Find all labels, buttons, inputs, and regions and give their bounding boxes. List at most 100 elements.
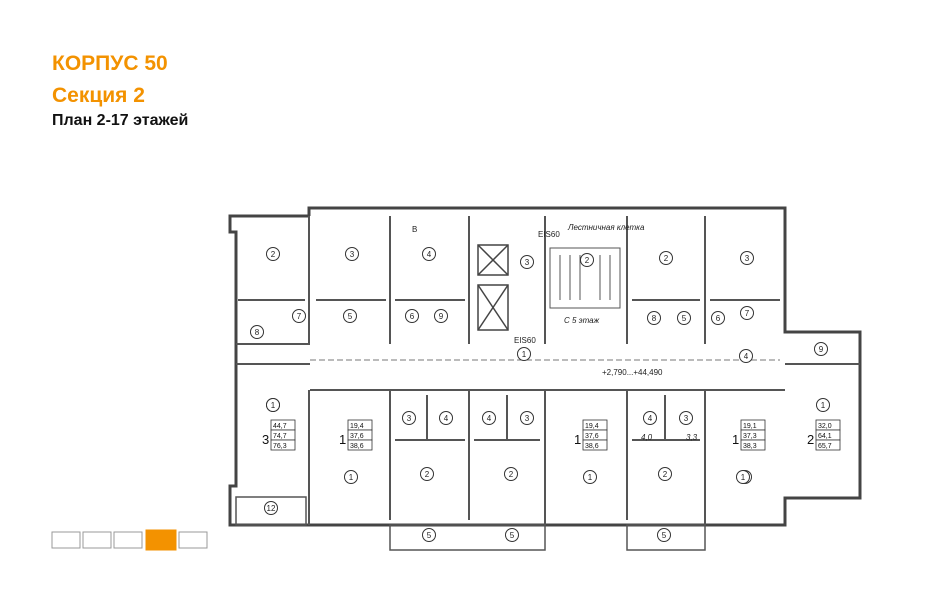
svg-text:1: 1 xyxy=(588,473,593,482)
svg-text:8: 8 xyxy=(652,314,657,323)
room-marker: 4 xyxy=(482,411,496,425)
room-marker: 3 xyxy=(520,411,534,425)
svg-text:64,1: 64,1 xyxy=(818,433,832,440)
room-marker: 7 xyxy=(292,309,306,323)
svg-text:2: 2 xyxy=(807,432,814,447)
outer-walls xyxy=(228,206,862,527)
svg-text:32,0: 32,0 xyxy=(818,423,832,430)
room-marker: 5 xyxy=(343,309,357,323)
apartment-area-table: 119,437,638,6 xyxy=(574,419,608,451)
svg-text:5: 5 xyxy=(348,312,353,321)
svg-text:44,7: 44,7 xyxy=(273,423,287,430)
interior-walls xyxy=(236,216,860,525)
svg-text:3: 3 xyxy=(684,414,689,423)
svg-text:1: 1 xyxy=(741,473,746,482)
svg-text:8: 8 xyxy=(255,328,260,337)
room-marker: 4 xyxy=(643,411,657,425)
svg-text:2: 2 xyxy=(663,470,668,479)
svg-text:4: 4 xyxy=(444,414,449,423)
svg-text:2: 2 xyxy=(271,250,276,259)
svg-text:9: 9 xyxy=(439,312,444,321)
room-marker: 3 xyxy=(345,247,359,261)
svg-text:5: 5 xyxy=(662,531,667,540)
room-markers: 2 3 4 3 2 3 2 5 6 9 8 5 6 7 7 8 1 4 1 1 1 1 1 1 1 3 4 4 3 4 3 2 2 2 9 12 5 5 5 xyxy=(250,247,830,542)
section-title: Секция 2 xyxy=(52,84,145,107)
room-marker: 1 xyxy=(736,470,750,484)
svg-text:9: 9 xyxy=(819,345,824,354)
room-marker: 3 xyxy=(520,255,534,269)
svg-text:38,3: 38,3 xyxy=(743,443,757,450)
svg-text:37,3: 37,3 xyxy=(743,433,757,440)
room-marker: 1 xyxy=(517,347,531,361)
room-marker: 5 xyxy=(422,528,436,542)
stair-label: Лестничная клетка xyxy=(567,223,645,232)
svg-text:4: 4 xyxy=(744,352,749,361)
room-marker: 1 xyxy=(344,470,358,484)
svg-text:6: 6 xyxy=(716,314,721,323)
room-marker: 9 xyxy=(814,342,828,356)
svg-text:65,7: 65,7 xyxy=(818,443,832,450)
room-marker: 9 xyxy=(434,309,448,323)
svg-text:3: 3 xyxy=(262,432,269,447)
fire-rating-label: EIS60 xyxy=(538,230,560,239)
svg-text:5: 5 xyxy=(682,314,687,323)
svg-text:2: 2 xyxy=(664,254,669,263)
svg-text:19,4: 19,4 xyxy=(350,423,364,430)
svg-text:5: 5 xyxy=(510,531,515,540)
stair xyxy=(549,247,621,309)
svg-text:1: 1 xyxy=(522,350,527,359)
svg-text:4: 4 xyxy=(427,250,432,259)
room-marker: 3 xyxy=(679,411,693,425)
apartment-area-table: 3 44,7 74,7 76,3 xyxy=(262,419,296,451)
svg-text:1: 1 xyxy=(732,432,739,447)
room-marker: 2 xyxy=(266,247,280,261)
room-marker: 7 xyxy=(740,306,754,320)
key-plan xyxy=(51,529,208,551)
fire-rating-label: EIS60 xyxy=(514,336,536,345)
apartment-area-table: 1 19,4 37,6 38,6 xyxy=(339,419,373,451)
svg-text:12: 12 xyxy=(267,504,276,513)
level-label: +2,790...+44,490 xyxy=(602,368,663,377)
svg-text:38,6: 38,6 xyxy=(585,443,599,450)
room-marker: 2 xyxy=(420,467,434,481)
svg-text:1: 1 xyxy=(339,432,346,447)
svg-text:38,6: 38,6 xyxy=(350,443,364,450)
svg-text:3: 3 xyxy=(525,258,530,267)
apartment-area-table: 2 32,0 64,1 65,7 xyxy=(807,419,841,451)
floors-note: С 5 этаж xyxy=(564,316,600,325)
building-title: КОРПУС 50 xyxy=(52,52,168,75)
room-marker: 2 xyxy=(659,251,673,265)
room-marker: 3 xyxy=(740,251,754,265)
elevator-shafts xyxy=(477,244,509,331)
svg-text:7: 7 xyxy=(297,312,302,321)
room-marker: 2 xyxy=(580,253,594,267)
plan-subtitle: План 2-17 этажей xyxy=(52,112,189,129)
svg-text:76,3: 76,3 xyxy=(273,443,287,450)
svg-text:2: 2 xyxy=(509,470,514,479)
svg-text:19,1: 19,1 xyxy=(743,423,757,430)
room-marker: 1 xyxy=(266,398,280,412)
svg-text:4: 4 xyxy=(648,414,653,423)
room-marker: 2 xyxy=(504,467,518,481)
svg-text:74,7: 74,7 xyxy=(273,433,287,440)
svg-text:3: 3 xyxy=(407,414,412,423)
svg-text:1: 1 xyxy=(271,401,276,410)
b-label: В xyxy=(412,225,417,234)
svg-text:1: 1 xyxy=(821,401,826,410)
room-marker: 5 xyxy=(657,528,671,542)
room-marker: 3 xyxy=(402,411,416,425)
svg-text:2: 2 xyxy=(425,470,430,479)
svg-text:37,6: 37,6 xyxy=(350,433,364,440)
svg-text:2: 2 xyxy=(585,256,590,265)
svg-text:3: 3 xyxy=(350,250,355,259)
svg-text:3: 3 xyxy=(745,254,750,263)
room-marker: 6 xyxy=(405,309,419,323)
room-marker: 1 xyxy=(816,398,830,412)
svg-text:4: 4 xyxy=(487,414,492,423)
room-marker: 4 xyxy=(422,247,436,261)
svg-text:37,6: 37,6 xyxy=(585,433,599,440)
svg-text:19,4: 19,4 xyxy=(585,423,599,430)
svg-text:7: 7 xyxy=(745,309,750,318)
